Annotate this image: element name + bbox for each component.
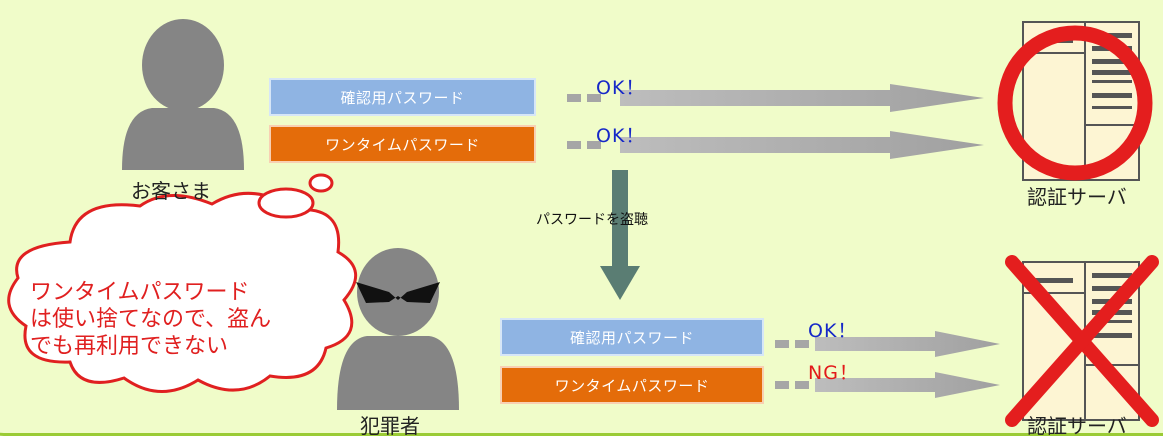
bubble-line-3: でも再利用できない bbox=[30, 334, 229, 359]
bottom-onetime-password-box: ワンタイムパスワード bbox=[500, 366, 764, 404]
bottom-confirm-password-label: 確認用パスワード bbox=[569, 328, 694, 347]
customer-label: お客さま bbox=[131, 179, 211, 203]
thought-bubble-text: ワンタイムパスワード は使い捨てなので、盗ん でも再利用できない bbox=[30, 279, 350, 360]
accept-circle-mark bbox=[997, 25, 1153, 181]
attacker-icon bbox=[337, 248, 459, 410]
attacker-label: 犯罪者 bbox=[360, 414, 420, 438]
top-onetime-status: OK！ bbox=[596, 125, 646, 147]
reject-x-mark bbox=[1005, 255, 1159, 427]
bottom-onetime-arrow bbox=[775, 372, 1000, 398]
top-confirm-password-label: 確認用パスワード bbox=[340, 88, 465, 107]
bottom-server-label: 認証サーバ bbox=[1027, 414, 1127, 438]
bottom-onetime-password-label: ワンタイムパスワード bbox=[554, 376, 710, 395]
top-confirm-arrow bbox=[567, 84, 984, 112]
bottom-onetime-status: NG！ bbox=[808, 362, 859, 384]
customer-icon bbox=[122, 19, 244, 170]
top-confirm-status: OK！ bbox=[596, 77, 646, 99]
bottom-confirm-status: OK！ bbox=[808, 320, 858, 342]
bubble-line-1: ワンタイムパスワード bbox=[30, 280, 250, 305]
bottom-confirm-arrow bbox=[775, 331, 1000, 357]
intercept-down-arrow bbox=[600, 170, 640, 300]
top-server-label: 認証サーバ bbox=[1027, 185, 1127, 209]
bubble-line-2: は使い捨てなので、盗ん bbox=[30, 307, 272, 332]
top-confirm-password-box: 確認用パスワード bbox=[269, 78, 536, 116]
intercept-label: パスワードを盗聴 bbox=[536, 212, 648, 228]
top-onetime-password-label: ワンタイムパスワード bbox=[325, 135, 480, 154]
bottom-confirm-password-box: 確認用パスワード bbox=[500, 318, 764, 356]
mask-icon bbox=[356, 282, 440, 303]
top-onetime-arrow bbox=[567, 131, 984, 159]
thought-bubble bbox=[7, 173, 358, 393]
top-onetime-password-box: ワンタイムパスワード bbox=[269, 125, 536, 163]
